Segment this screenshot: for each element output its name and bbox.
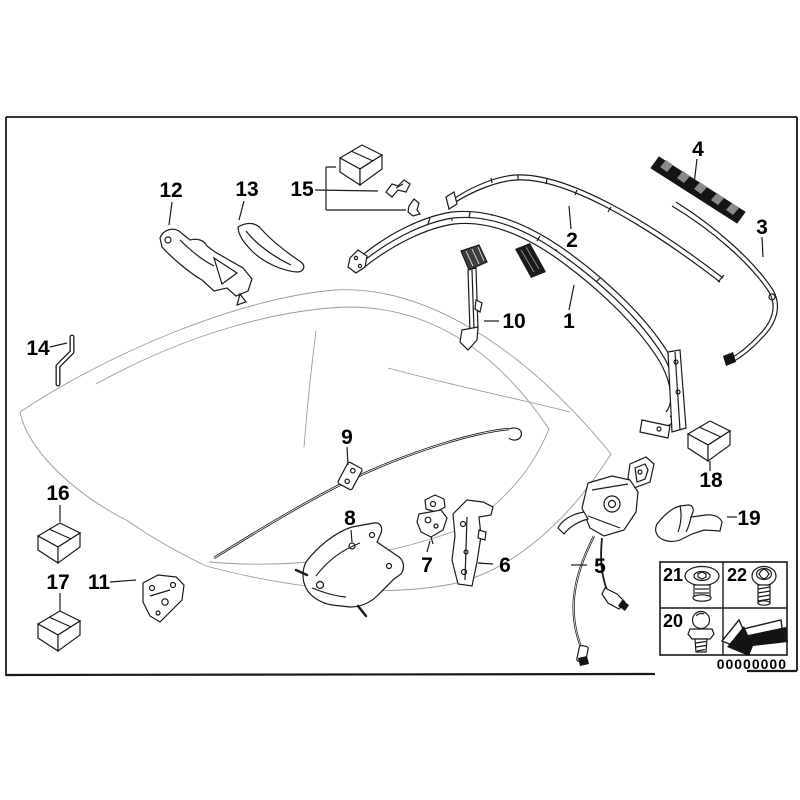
callout-9[interactable]: 9	[341, 426, 353, 449]
part-9-cable	[213, 427, 522, 560]
fastener-table: 21 22 20	[659, 561, 788, 656]
direction-arrow-icon	[720, 618, 788, 656]
socket-screw-icon	[751, 565, 777, 606]
callout-10[interactable]: 10	[502, 310, 525, 333]
callout-1[interactable]: 1	[563, 310, 575, 333]
part-17-carton	[37, 610, 81, 652]
kit-clip-2	[407, 198, 422, 217]
callout-11[interactable]: 11	[88, 571, 111, 594]
part-19-bent-plate	[655, 504, 723, 542]
part-8-mounting-plate	[294, 522, 405, 618]
part-14-z-rod	[55, 334, 75, 387]
callout-2[interactable]: 2	[566, 229, 578, 252]
part-2-gasket-strip	[445, 174, 725, 283]
rivet-icon	[684, 565, 720, 602]
callout-4[interactable]: 4	[692, 138, 704, 161]
part-7-small-bracket	[416, 494, 448, 545]
part-15-fastener-kit	[339, 144, 422, 217]
callout-21[interactable]: 21	[663, 565, 683, 585]
kit-box	[339, 144, 383, 186]
part-12-bracket	[159, 228, 253, 306]
part-10-corner-strut	[459, 244, 488, 351]
part-3-side-rail	[671, 201, 779, 366]
part-4-hatched-strip	[650, 156, 746, 224]
callout-7[interactable]: 7	[421, 554, 433, 577]
callout-14[interactable]: 14	[26, 337, 50, 360]
part-1-seal-rail	[347, 210, 687, 439]
callout-20[interactable]: 20	[663, 611, 683, 631]
callout-12[interactable]: 12	[159, 179, 182, 202]
callout-leaders	[49, 158, 764, 611]
diagram-frame	[5, 116, 798, 677]
part-18-carton	[687, 420, 731, 462]
callout-3[interactable]: 3	[756, 216, 768, 239]
callout-18[interactable]: 18	[699, 469, 723, 492]
callout-19[interactable]: 19	[737, 507, 760, 530]
callout-22[interactable]: 22	[727, 565, 747, 585]
part-6-latch-bracket	[451, 499, 494, 587]
part-16-carton	[37, 522, 81, 564]
callout-15[interactable]: 15	[290, 178, 314, 201]
kit-clip-1	[385, 179, 411, 198]
callout-17[interactable]: 17	[46, 571, 69, 594]
callout-labels: 1 2 3 4 5 6 7 8 9 10 11 12 13 14 15 16 1…	[26, 138, 768, 594]
callout-13[interactable]: 13	[235, 178, 258, 201]
hardtop-roof-outline	[19, 289, 612, 592]
drawing-number: 00000000	[717, 656, 787, 672]
callout-16[interactable]: 16	[46, 482, 69, 505]
part-13-cover	[237, 222, 305, 273]
ball-pin-icon	[687, 610, 715, 653]
callout-5[interactable]: 5	[594, 555, 606, 578]
callout-8[interactable]: 8	[344, 507, 356, 530]
callout-6[interactable]: 6	[499, 554, 511, 577]
part-11-gusset-bracket	[142, 574, 185, 623]
part-5-lock-assembly	[557, 456, 655, 666]
